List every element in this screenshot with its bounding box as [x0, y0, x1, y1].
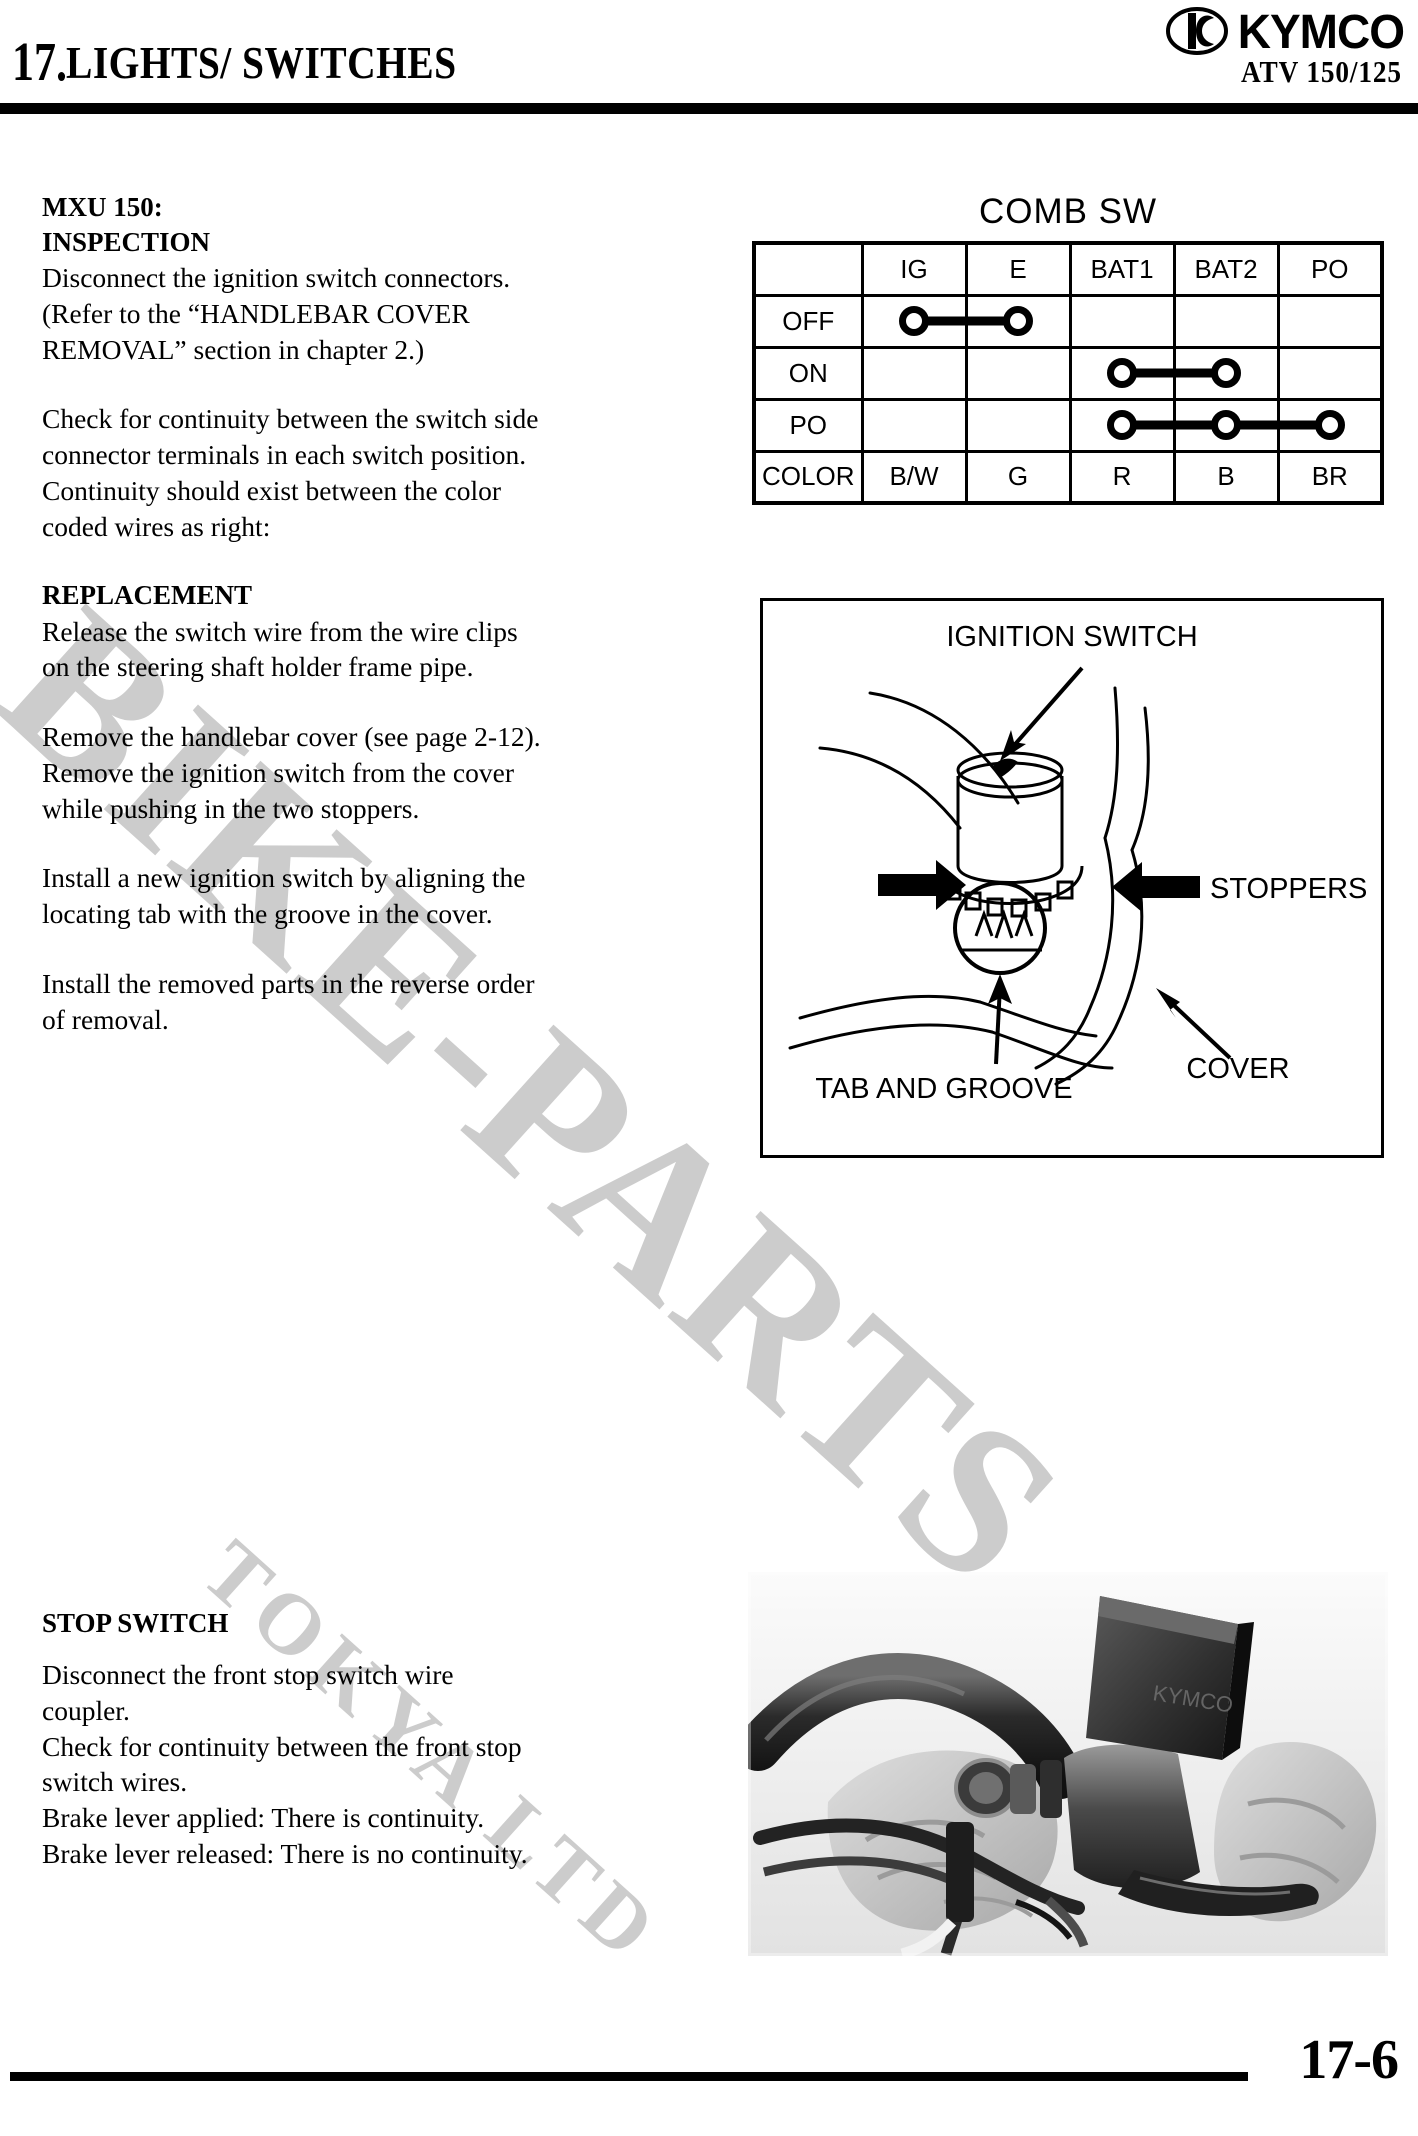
continuity-link	[1226, 420, 1327, 430]
inspection-paragraph-3: Continuity should exist between the colo…	[42, 474, 502, 542]
ignition-switch-illustration: IGNITION SWITCH STOPPERS COVER TAB AND G…	[788, 621, 1367, 1105]
chapter-number: 17.	[12, 31, 67, 92]
row-label-po: PO	[752, 397, 864, 453]
cell-color-bat1: R	[1068, 449, 1176, 505]
footer-rule	[10, 2072, 1248, 2081]
comb-sw-title: COMB SW	[978, 192, 1158, 231]
header-cell-bat1: BAT1	[1068, 241, 1176, 297]
right-stopper-arrow-icon	[1112, 862, 1200, 912]
kymco-emblem-icon	[1165, 7, 1228, 55]
continuity-node	[899, 306, 929, 336]
header-cell-po: PO	[1276, 241, 1384, 297]
header-cell-blank	[752, 241, 864, 297]
stop-switch-paragraph-3: Brake lever applied: There is continuity…	[42, 1802, 485, 1834]
cell-off-bat2	[1172, 293, 1280, 349]
stop-switch-paragraph-4: Brake lever released: There is no contin…	[42, 1837, 528, 1869]
page-header: 17. LIGHTS/ SWITCHES KYMCO ATV 150/125	[0, 0, 1418, 114]
header-cell-bat2: BAT2	[1172, 241, 1280, 297]
ignition-switch-illustration-frame	[760, 598, 1384, 1158]
spacer	[42, 1641, 542, 1657]
cell-po-bat1	[1068, 397, 1223, 453]
replacement-paragraph-1: Release the switch wire from the wire cl…	[42, 615, 518, 683]
cover-arrow-icon	[1156, 988, 1180, 1018]
continuity-node	[1314, 410, 1345, 440]
cell-color-ig: B/W	[860, 449, 968, 505]
illustration-label-cover: COVER	[1186, 1053, 1289, 1085]
spacer	[42, 544, 542, 578]
continuity-node	[1003, 306, 1033, 336]
cell-po-e	[964, 397, 1072, 453]
cell-on-bat1	[1068, 345, 1223, 401]
left-stopper-arrow-icon	[878, 860, 966, 910]
kymco-wordmark: KYMCO	[1237, 3, 1405, 59]
ignition-switch-arrow-icon	[1000, 730, 1026, 761]
table-row: OFF	[752, 293, 1384, 349]
cell-color-e: G	[964, 449, 1072, 505]
page-number: 17-6	[1299, 2029, 1399, 2091]
replacement-paragraph-3: Remove the ignition switch from the cove…	[42, 756, 514, 824]
table-row: ON	[752, 345, 1384, 401]
cell-off-po	[1276, 293, 1384, 349]
continuity-node	[1211, 358, 1241, 388]
header-cell-e: E	[964, 241, 1072, 297]
replacement-paragraph-4: Install a new ignition switch by alignin…	[42, 862, 526, 930]
replacement-paragraph-5: Install the removed parts in the reverse…	[42, 967, 535, 1035]
continuity-link	[1122, 368, 1223, 378]
spacer	[42, 367, 542, 401]
tab-groove-arrow-icon	[988, 974, 1012, 1004]
cell-color-po: BR	[1276, 449, 1384, 505]
model-heading: MXU 150:	[42, 192, 163, 222]
stop-switch-heading: STOP SWITCH	[42, 1608, 229, 1638]
spacer	[42, 826, 542, 860]
inspection-text-column: MXU 150: INSPECTION Disconnect the ignit…	[42, 190, 542, 1037]
cell-on-ig	[860, 345, 968, 401]
spacer	[42, 685, 542, 719]
spacer	[42, 932, 542, 966]
row-label-color: COLOR	[752, 449, 864, 505]
continuity-link	[1122, 420, 1223, 430]
continuity-node	[1107, 358, 1137, 388]
replacement-paragraph-2: Remove the handlebar cover (see page 2-1…	[42, 721, 541, 753]
cell-off-bat1	[1068, 293, 1176, 349]
continuity-link	[914, 316, 1015, 326]
stop-switch-text-column: STOP SWITCH Disconnect the front stop sw…	[42, 1606, 542, 1872]
continuity-node	[1211, 410, 1241, 440]
cell-color-bat2: B	[1172, 449, 1280, 505]
replacement-heading: REPLACEMENT	[42, 580, 253, 611]
illustration-label-ignition-switch: IGNITION SWITCH	[946, 621, 1197, 653]
inspection-heading: INSPECTION	[42, 227, 211, 258]
stop-switch-paragraph-1: Disconnect the front stop switch wire co…	[42, 1659, 454, 1726]
illustration-label-tab-and-groove: TAB AND GROOVE	[815, 1073, 1072, 1105]
kymco-logo: KYMCO	[1165, 3, 1405, 59]
model-designation: ATV 150/125	[1241, 54, 1402, 89]
stop-switch-paragraph-2: Check for continuity between the front s…	[42, 1730, 522, 1798]
page-title: LIGHTS/ SWITCHES	[66, 37, 457, 88]
cell-off-ig	[860, 293, 1015, 349]
cell-on-e	[964, 345, 1072, 401]
inspection-paragraph-2: Check for continuity between the switch …	[42, 403, 539, 471]
continuity-node	[1107, 410, 1137, 440]
handlebar-photo-graphic: KYMCO	[748, 1572, 1388, 1956]
row-label-off: OFF	[752, 293, 864, 349]
cell-on-po	[1276, 345, 1384, 401]
inspection-paragraph-1: Disconnect the ignition switch connector…	[42, 262, 511, 365]
header-cell-ig: IG	[860, 241, 968, 297]
header-rule	[0, 103, 1418, 114]
row-label-on: ON	[752, 345, 864, 401]
illustration-label-stoppers: STOPPERS	[1210, 873, 1367, 905]
table-row: PO	[752, 397, 1384, 453]
cell-po-ig	[860, 397, 968, 453]
stop-switch-photo: KYMCO	[748, 1572, 1388, 1956]
